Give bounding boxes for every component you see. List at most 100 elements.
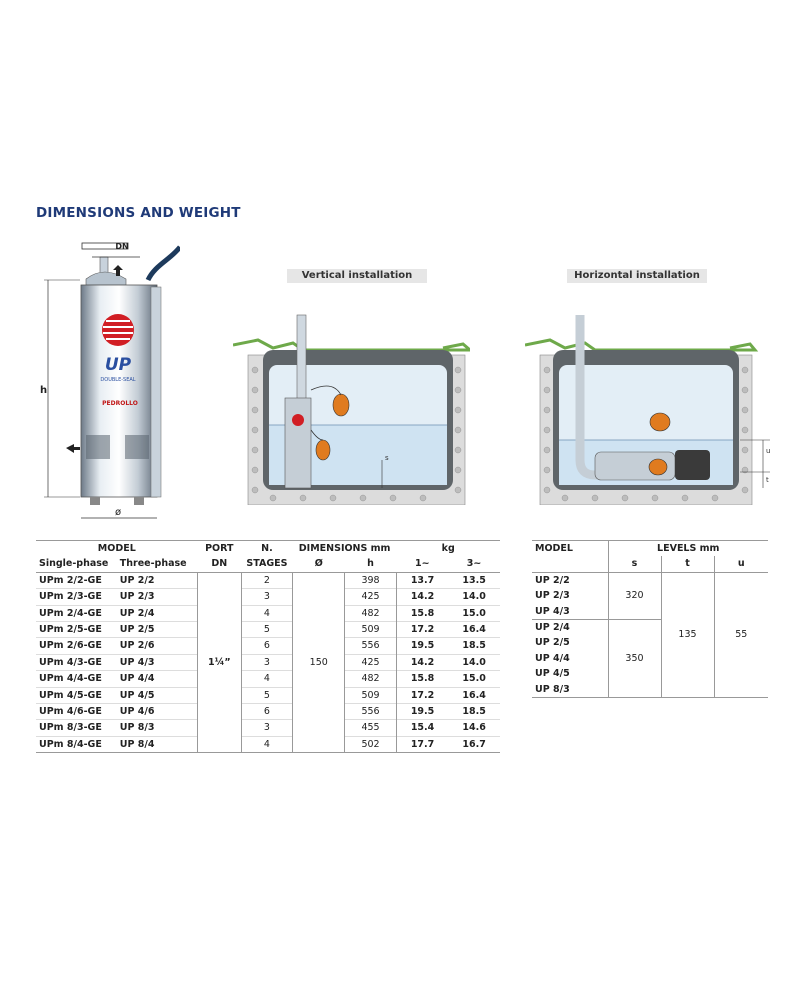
- cell-port-dn: 1¼”: [197, 572, 242, 753]
- hdr-dn: DN: [211, 558, 228, 570]
- pump-drawing: UP DOUBLE-SEAL PEDROLLO h ø DN: [40, 242, 180, 519]
- cell-height: 482: [344, 670, 397, 688]
- hdr-stages: STAGES: [246, 558, 288, 570]
- cell-stages: 3: [241, 719, 294, 737]
- cell-single-phase: UPm 2/6-GE: [39, 640, 102, 652]
- lv-cell-u: 55: [714, 572, 768, 699]
- cell-three-phase: UP 4/6: [119, 706, 155, 718]
- cell-height: 482: [344, 605, 397, 622]
- levels-row: UP 2/5: [532, 635, 768, 651]
- cell-single-phase: UPm 2/3-GE: [39, 591, 102, 603]
- cell-weight-3ph: 16.7: [462, 738, 486, 750]
- table-row: UPm 2/3-GE UP 2/3 3 425 14.2 14.0: [36, 588, 500, 606]
- cell-weight-3ph: 16.4: [462, 689, 486, 701]
- lv-cell-model: UP 2/4: [532, 619, 609, 636]
- caption-vertical: Vertical installation: [287, 269, 427, 283]
- lv-cell-model: UP 2/3: [532, 588, 609, 604]
- cell-height: 455: [344, 719, 397, 737]
- cell-stages: 6: [241, 703, 294, 720]
- cell-weight-1ph: 17.2: [410, 624, 435, 636]
- cell-weight-3ph: 14.6: [462, 722, 486, 734]
- cell-height: 425: [344, 588, 397, 606]
- cell-three-phase: UP 2/6: [119, 640, 155, 652]
- cell-weight-1ph: 19.5: [410, 706, 435, 718]
- cell-single-phase: UPm 4/5-GE: [39, 689, 102, 701]
- cell-single-phase: UPm 4/4-GE: [39, 673, 102, 685]
- level-s-label-vertical: s: [385, 454, 389, 462]
- cell-weight-1ph: 14.2: [410, 656, 435, 668]
- lv-cell-t: 135: [661, 572, 715, 699]
- hdr-single-phase: Single-phase: [39, 558, 109, 570]
- pump-maker-text: PEDROLLO: [102, 400, 138, 407]
- hdr-phi: Ø: [314, 558, 323, 570]
- dim-dn-label: DN: [115, 242, 128, 251]
- pump-brand-text: UP: [105, 355, 132, 375]
- cell-stages: 2: [241, 572, 294, 589]
- cell-single-phase: UPm 8/4-GE: [39, 738, 102, 750]
- lv-cell-model: UP 4/3: [532, 603, 609, 620]
- cell-single-phase: UPm 4/3-GE: [39, 656, 102, 668]
- cell-single-phase: UPm 2/5-GE: [39, 624, 102, 636]
- cell-stages: 5: [241, 621, 294, 638]
- pump-subtext: DOUBLE-SEAL: [100, 377, 135, 383]
- cell-stages: 5: [241, 687, 294, 704]
- horizontal-installation-drawing: u t: [525, 315, 770, 505]
- cell-weight-1ph: 15.8: [410, 673, 435, 685]
- cell-weight-3ph: 14.0: [462, 591, 486, 603]
- hdr-3ph: 3~: [466, 558, 482, 570]
- cell-weight-3ph: 18.5: [462, 706, 486, 718]
- cell-three-phase: UP 2/3: [119, 591, 155, 603]
- cell-three-phase: UP 8/4: [119, 738, 155, 750]
- table-row: UPm 8/4-GE UP 8/4 4 502 17.7 16.7: [36, 736, 500, 753]
- cell-weight-3ph: 14.0: [462, 656, 486, 668]
- cell-stages: 4: [241, 736, 294, 753]
- hdr-h: h: [367, 558, 374, 570]
- cell-weight-1ph: 17.2: [410, 689, 435, 701]
- dimensions-table: MODEL PORT N. DIMENSIONS mm kg Single-ph…: [36, 540, 500, 753]
- cell-height: 425: [344, 654, 397, 671]
- hdr-kg: kg: [441, 543, 455, 554]
- cell-height: 398: [344, 572, 397, 589]
- cell-stages: 3: [241, 588, 294, 606]
- cell-weight-1ph: 15.4: [410, 722, 435, 734]
- cell-height: 502: [344, 736, 397, 753]
- cell-weight-3ph: 15.0: [462, 607, 486, 619]
- cell-weight-3ph: 18.5: [462, 640, 486, 652]
- cell-height: 509: [344, 687, 397, 704]
- cell-three-phase: UP 4/3: [119, 656, 155, 668]
- level-t-label: t: [766, 476, 769, 484]
- levels-row: UP 4/5: [532, 666, 768, 682]
- cell-weight-3ph: 16.4: [462, 624, 486, 636]
- lv-cell-model: UP 4/5: [532, 666, 609, 682]
- cell-weight-1ph: 13.7: [410, 574, 435, 586]
- lv-hdr-levels: LEVELS mm: [657, 543, 720, 554]
- table-row: UPm 4/3-GE UP 4/3 3 425 14.2 14.0: [36, 654, 500, 671]
- cell-weight-1ph: 17.7: [410, 738, 435, 750]
- cell-stages: 3: [241, 654, 294, 671]
- cell-weight-3ph: 13.5: [462, 574, 486, 586]
- lv-cell-model: UP 8/3: [532, 681, 609, 698]
- lv-cell-model: UP 2/2: [532, 572, 609, 589]
- cell-single-phase: UPm 4/6-GE: [39, 706, 102, 718]
- cell-weight-1ph: 14.2: [410, 591, 435, 603]
- hdr-n: N.: [261, 543, 273, 554]
- lv-hdr-t: t: [661, 556, 715, 573]
- table-row: UPm 2/5-GE UP 2/5 5 509 17.2 16.4: [36, 621, 500, 638]
- cell-height: 509: [344, 621, 397, 638]
- lv-hdr-s: s: [608, 556, 662, 573]
- lv-cell-s: 350: [608, 619, 662, 698]
- cell-three-phase: UP 2/5: [119, 624, 155, 636]
- hdr-dimensions: DIMENSIONS mm: [298, 543, 391, 554]
- dim-phi-label: ø: [115, 507, 121, 518]
- page-title: DIMENSIONS AND WEIGHT: [36, 205, 241, 221]
